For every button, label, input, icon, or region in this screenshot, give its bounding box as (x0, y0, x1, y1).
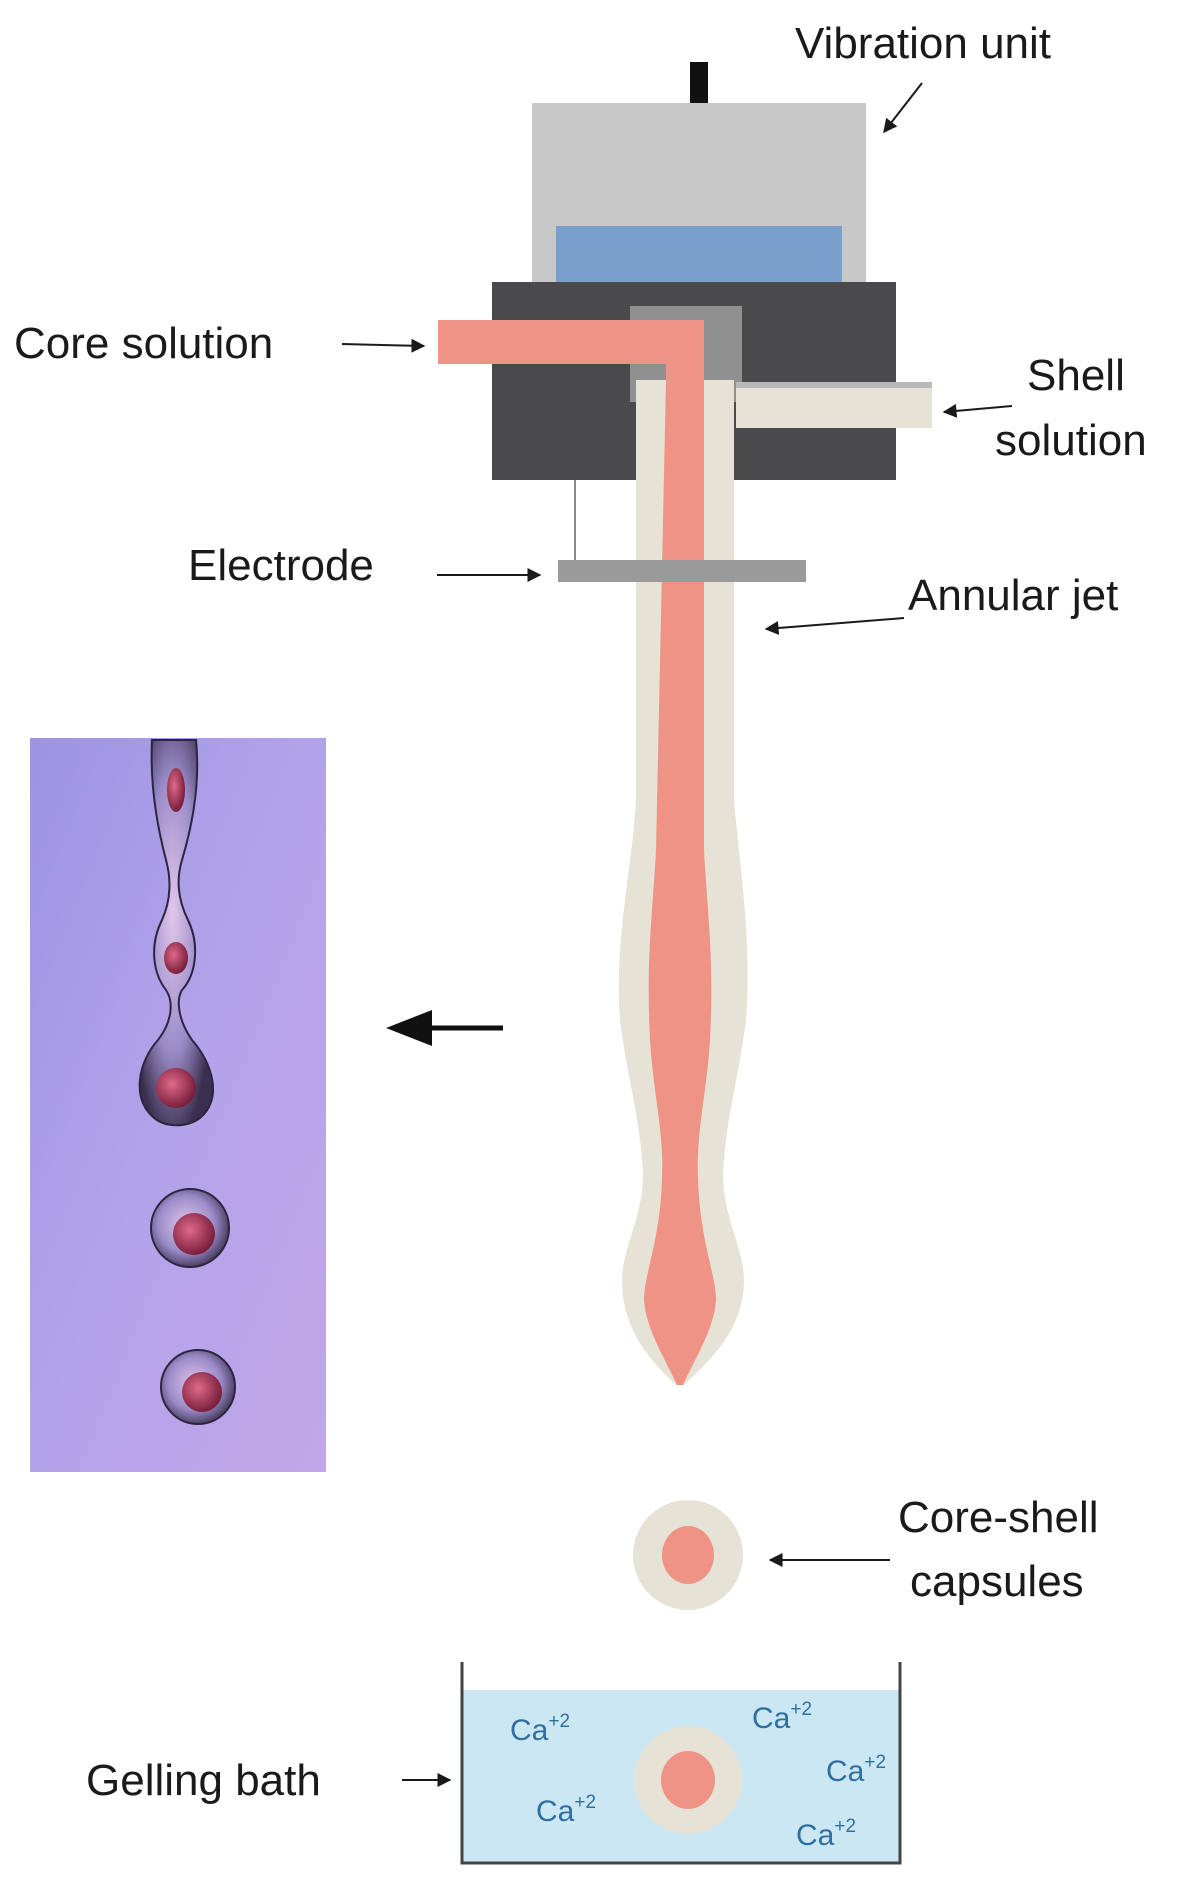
vibration-unit-arrow (883, 82, 923, 134)
gelling-bath-label: Gelling bath (86, 1756, 321, 1805)
shell-inlet-tube (736, 382, 932, 428)
gelling-bath-container (460, 1662, 902, 1865)
gelled-capsule-core (661, 1751, 715, 1809)
calcium-ion-label: Ca+2 (510, 1711, 570, 1747)
calcium-ion-label: Ca+2 (796, 1816, 856, 1852)
droplet-breakup-photo (30, 738, 326, 1472)
annular-jet-arrow (764, 617, 905, 635)
calcium-ion-label: Ca+2 (826, 1752, 886, 1788)
core-shell-capsules-label-line2: capsules (910, 1557, 1084, 1606)
core-inlet-tube (438, 320, 704, 364)
core-solution-label: Core solution (14, 319, 273, 368)
shell-solution-arrow (942, 403, 1013, 418)
vibration-unit-stem (690, 62, 708, 104)
vibration-unit-label: Vibration unit (795, 19, 1051, 68)
annular-jet-label: Annular jet (908, 571, 1118, 620)
photo-droplet-core (173, 1213, 215, 1255)
core-tube-vertical (666, 320, 704, 430)
piezo-element (556, 226, 842, 283)
photo-jet-stream (138, 739, 215, 1127)
shell-solution-label-line2: solution (995, 416, 1147, 465)
annular-jet-core (644, 380, 716, 1385)
shell-solution-label: Shell (1027, 351, 1125, 400)
calcium-ion-label: Ca+2 (752, 1699, 812, 1735)
shell-inlet-tube-edge (736, 382, 932, 388)
electrode-label: Electrode (188, 541, 374, 590)
photo-jet-core (156, 1068, 196, 1108)
electrode-ring (558, 560, 806, 582)
core-shell-capsules-label: Core-shell (898, 1493, 1099, 1542)
photo-pointer-arrowhead (386, 1010, 432, 1046)
core-solution-arrow (341, 338, 426, 353)
photo-droplet-core (182, 1372, 222, 1412)
photo-jet-core-top (167, 768, 185, 812)
photo-jet-core-upper (164, 942, 188, 974)
calcium-ion-label: Ca+2 (536, 1792, 596, 1828)
core-shell-capsule-core (662, 1526, 714, 1584)
